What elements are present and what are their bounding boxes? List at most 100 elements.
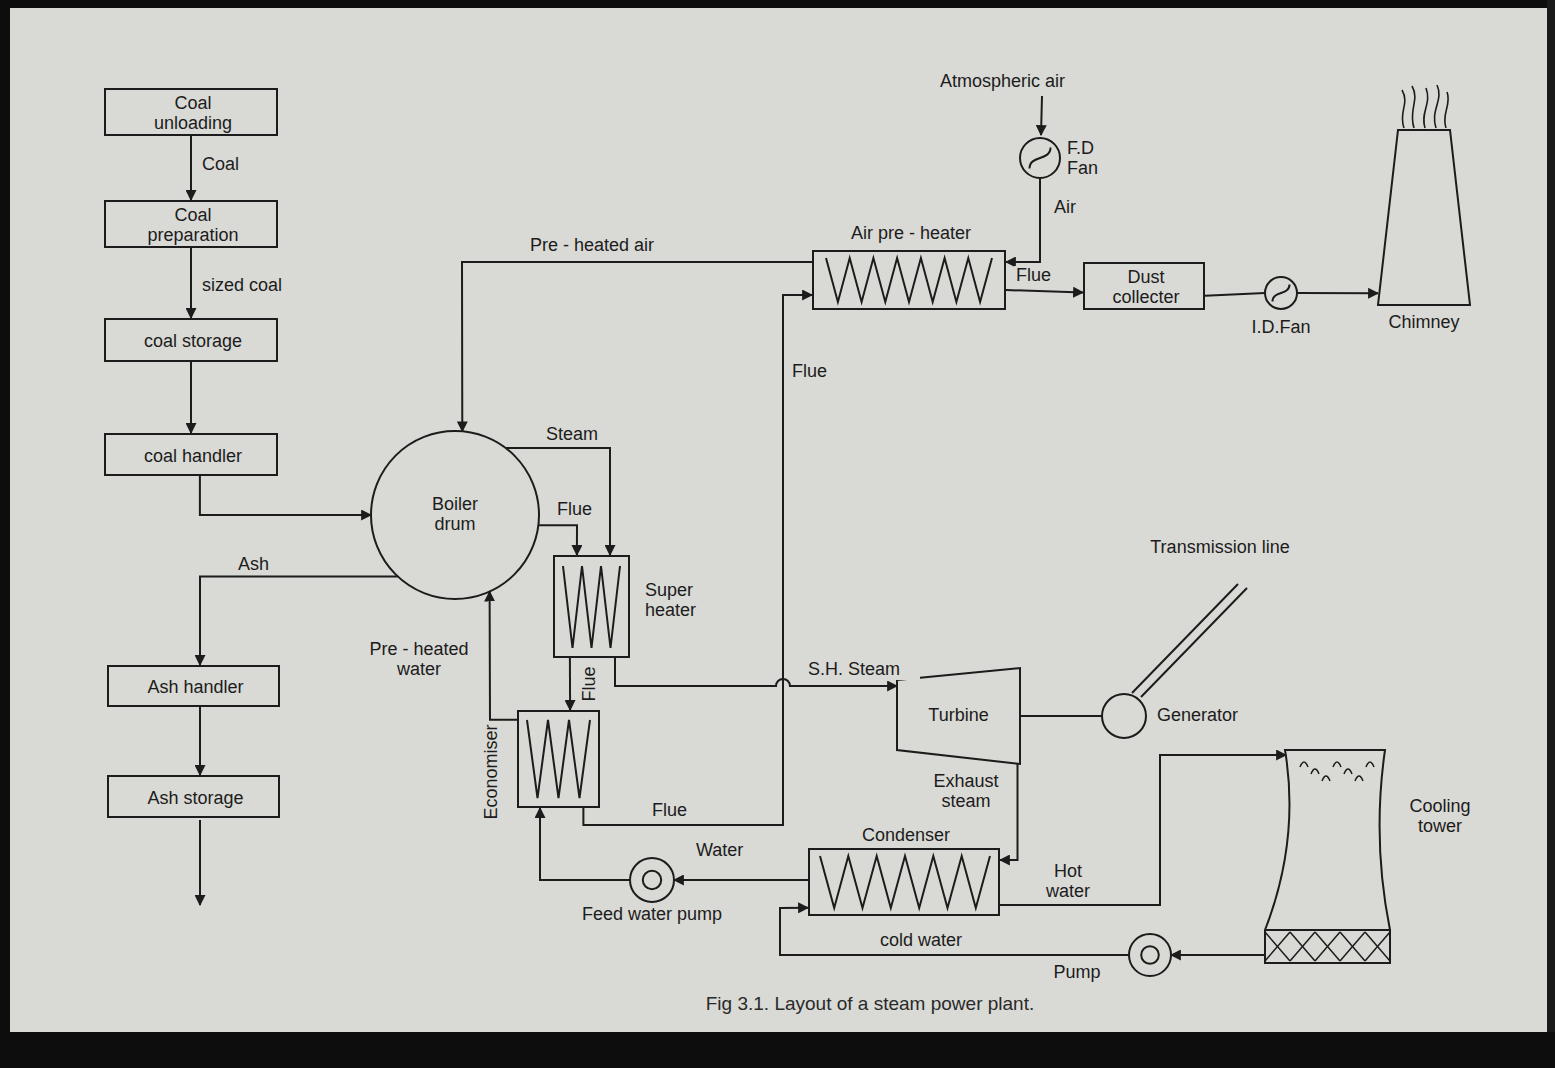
heat-exchanger-coil [527,720,590,798]
box-label: Coal preparation [137,206,249,246]
economiser: Economiser [517,710,600,808]
part-label: Condenser [810,826,1002,846]
flow-connector [490,592,517,720]
flow-label: Pre - heated air [500,236,684,256]
shape-stroke [630,858,674,902]
shape-stroke [1311,769,1319,774]
flow-label: Steam [544,425,608,445]
frame-right [1547,0,1555,1068]
chimney: Chimney [1378,130,1470,305]
heat-exchanger-coil [563,566,620,648]
process-box: Coal preparation [104,200,278,248]
flow-connector [190,362,192,433]
superheater: Super heater [553,555,630,658]
shape-stroke [1141,946,1159,964]
figure-caption: Fig 3.1. Layout of a steam power plant. [560,994,1180,1015]
flow-label: S.H. Steam [806,660,920,680]
shape-stroke [1290,932,1315,961]
flow-connector [1000,755,1286,905]
flow-connector [1297,292,1378,294]
flow-label: cold water [878,931,992,951]
shape-stroke [1378,130,1470,305]
flow-label: sized coal [200,276,314,296]
transmission-wire [1132,584,1238,693]
shape-stroke [1020,138,1060,178]
ash-out-arrow [199,820,201,905]
flow-label: Flue [555,500,604,520]
shape-stroke [643,871,661,889]
flow-connector [1020,715,1102,717]
flow-label: Coal [200,155,264,175]
annotation-label: Atmospheric air [938,72,1132,92]
flow-connector [1205,293,1265,296]
fan-symbol: I.D.Fan [1264,276,1298,310]
process-box: Dust collecter [1083,262,1205,310]
fan-symbol-outline [1264,276,1298,310]
cooling-tower: Cooling tower [1262,745,1392,965]
shape-stroke [1365,932,1390,961]
part-label: I.D.Fan [1233,318,1329,338]
flow-connector [583,295,812,825]
box-label: coal handler [137,447,249,467]
part-label: Super heater [645,581,720,621]
shape-stroke [1340,932,1365,961]
shape-stroke [1265,277,1297,309]
flow-label: Hot water [1030,862,1106,902]
flow-label: Flue [580,659,600,709]
part-label: Pump [1043,963,1111,983]
cooling-tower-outline [1262,745,1392,965]
flow-label: Water [694,841,762,861]
chimney-outline [1378,130,1470,305]
frame-bottom [0,1032,1555,1068]
flow-connector [674,879,808,881]
shape-stroke [1340,932,1365,961]
annotation-label: Transmission line [1133,538,1307,558]
flow-connector [569,658,571,710]
shape-stroke [1355,776,1363,781]
air-intake-arrow [1041,96,1042,135]
process-box: Coal unloading [104,88,278,136]
condenser: Condenser [808,848,1000,916]
flow-connector [200,476,371,515]
shape-stroke [1030,148,1051,169]
box-label: Turbine [909,706,1009,726]
flow-label: Air [1052,198,1096,218]
shape-stroke [1315,932,1340,961]
flow-connector [190,248,192,318]
shape-stroke [1290,932,1315,961]
flow-connector [190,136,192,200]
fan-symbol: F.D Fan [1019,137,1061,179]
flow-label: Exhaust steam [918,772,1014,812]
box-label: Ash handler [140,678,252,698]
part-label: F.D Fan [1067,139,1112,179]
shape-stroke [1315,932,1340,961]
shape-stroke [1300,762,1308,767]
process-box: Ash handler [107,665,280,707]
shape-stroke [1344,769,1352,774]
pump-symbol-outline [629,857,675,903]
flow-connector [1006,290,1083,293]
shape-stroke [1265,929,1390,931]
flow-connector [1171,954,1265,956]
transmission-wire [1141,588,1247,697]
box-label: Coal unloading [137,94,249,134]
generator: Generator [1101,693,1147,739]
shape-stroke [1102,694,1146,738]
shape-stroke [1365,932,1390,961]
part-label: Generator [1157,706,1267,726]
box-label: Ash storage [140,789,252,809]
process-box: coal storage [104,318,278,362]
fan-symbol-outline [1019,137,1061,179]
flow-label: Flue [1014,266,1066,286]
frame-left [0,0,10,1068]
annotation-label: Flue [790,362,839,382]
shape-stroke [1265,932,1290,961]
flow-connector [540,808,630,880]
box-label: Dust collecter [1094,268,1198,308]
shape-stroke [897,668,1020,764]
shape-stroke [1366,762,1374,767]
shape-stroke [1129,934,1171,976]
process-box: coal handler [104,433,278,476]
shape-stroke [371,431,539,599]
pump-symbol: Feed water pump [629,857,675,903]
